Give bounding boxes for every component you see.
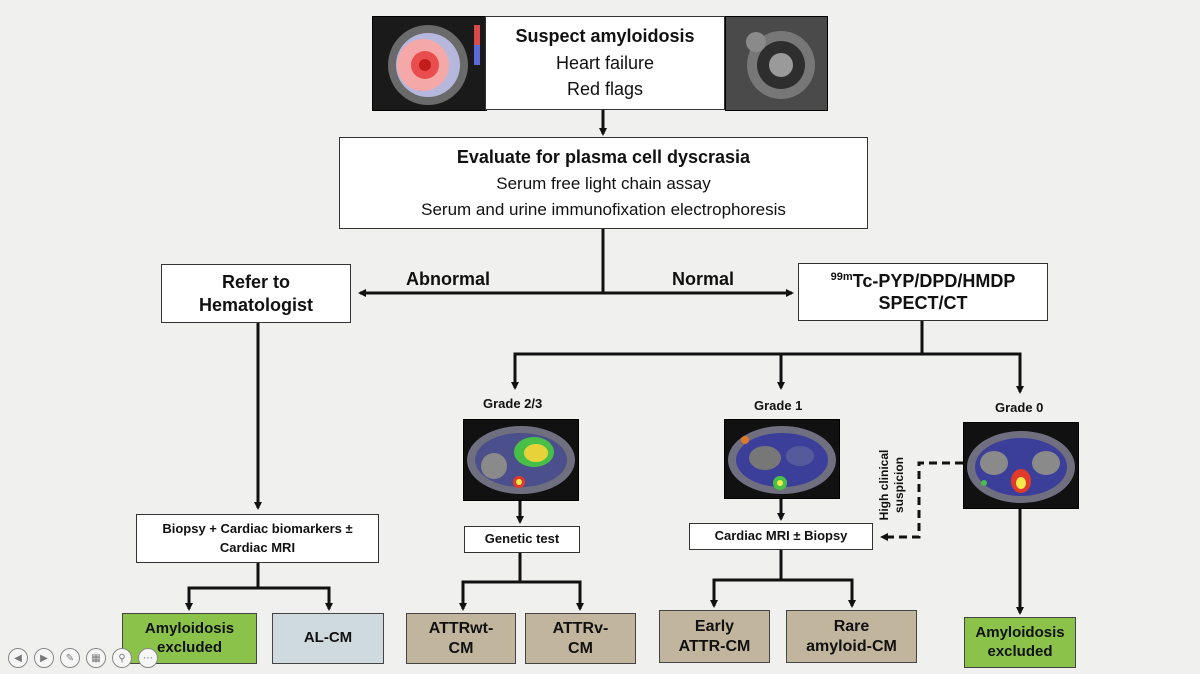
abnormal-label: Abnormal bbox=[406, 269, 491, 289]
spect-line2: SPECT/CT bbox=[878, 293, 968, 313]
excluded-right-line1: Amyloidosis bbox=[975, 623, 1065, 641]
suspicion-line2: suspicion bbox=[892, 457, 906, 514]
attrwt-line1: ATTRwt- bbox=[428, 619, 494, 637]
refer-line2: Hematologist bbox=[198, 294, 313, 315]
early-attr-cm-box: Early ATTR-CM bbox=[659, 610, 770, 663]
cardiac-mri-biopsy-box: Cardiac MRI ± Biopsy bbox=[689, 523, 873, 550]
grade-1-label: Grade 1 bbox=[754, 398, 803, 413]
grade-2-3-label: Grade 2/3 bbox=[483, 396, 543, 411]
al-cm-box: AL-CM bbox=[272, 613, 384, 664]
attrv-line1: ATTRv- bbox=[552, 619, 609, 637]
early-line2: ATTR-CM bbox=[678, 637, 751, 655]
genetic-test-box: Genetic test bbox=[464, 526, 580, 553]
more-icon[interactable]: ⋯ bbox=[138, 648, 158, 668]
genetic-test-text: Genetic test bbox=[484, 531, 560, 547]
attrwt-cm-box: ATTRwt- CM bbox=[406, 613, 516, 664]
excluded-right-line2: excluded bbox=[987, 642, 1053, 660]
suspect-amyloidosis-box: Suspect amyloidosis Heart failure Red fl… bbox=[485, 16, 725, 110]
attrv-line2: CM bbox=[568, 639, 593, 657]
slides-icon[interactable]: ▦ bbox=[86, 648, 106, 668]
refer-line1: Refer to bbox=[221, 272, 290, 292]
spect-tracers: Tc-PYP/DPD/HMDP bbox=[852, 270, 1016, 291]
evaluate-title: Evaluate for plasma cell dyscrasia bbox=[456, 146, 751, 167]
serum-flc-text: Serum free light chain assay bbox=[496, 174, 711, 193]
previous-icon[interactable]: ◀ bbox=[8, 648, 28, 668]
biopsy-biomarkers-box: Biopsy + Cardiac biomarkers ± Cardiac MR… bbox=[136, 514, 379, 563]
spect-ct-box: 99mTc-PYP/DPD/HMDP SPECT/CT bbox=[798, 263, 1048, 321]
cardiac-mri-image bbox=[725, 16, 828, 111]
evaluate-plasma-cell-box: Evaluate for plasma cell dyscrasia Serum… bbox=[339, 137, 868, 229]
pen-icon[interactable]: ✎ bbox=[60, 648, 80, 668]
excluded-left-line2: excluded bbox=[156, 638, 223, 656]
rare-line1: Rare bbox=[833, 617, 870, 635]
isotope-superscript: 99m bbox=[830, 270, 853, 283]
grade-0-label: Grade 0 bbox=[995, 400, 1044, 415]
heart-failure-text: Heart failure bbox=[555, 52, 655, 73]
suspect-title: Suspect amyloidosis bbox=[515, 26, 695, 47]
normal-label: Normal bbox=[672, 269, 735, 289]
early-line1: Early bbox=[694, 617, 735, 635]
refer-hematologist-box: Refer to Hematologist bbox=[161, 264, 351, 323]
next-icon[interactable]: ▶ bbox=[34, 648, 54, 668]
rare-amyloid-cm-box: Rare amyloid-CM bbox=[786, 610, 917, 663]
attrwt-line2: CM bbox=[448, 639, 474, 657]
spect-line1: 99mTc-PYP/DPD/HMDP bbox=[831, 270, 1016, 293]
high-clinical-suspicion-label: High clinical suspicion bbox=[862, 445, 922, 525]
polar-map-image bbox=[372, 16, 487, 111]
suspicion-line1: High clinical bbox=[877, 449, 891, 521]
biopsy-line1: Biopsy + Cardiac biomarkers ± bbox=[162, 520, 353, 536]
grade-2-3-scan-image bbox=[463, 419, 579, 501]
amyloidosis-excluded-box-right: Amyloidosis excluded bbox=[964, 617, 1076, 668]
immunofixation-text: Serum and urine immunofixation electroph… bbox=[421, 200, 786, 220]
zoom-icon[interactable]: ⚲ bbox=[112, 648, 132, 668]
grade-0-scan-image bbox=[963, 422, 1079, 509]
red-flags-text: Red flags bbox=[566, 79, 644, 100]
cardiac-mri-biopsy-text: Cardiac MRI ± Biopsy bbox=[714, 528, 848, 544]
biopsy-line2: Cardiac MRI bbox=[219, 540, 296, 555]
excluded-left-line1: Amyloidosis bbox=[144, 619, 235, 637]
rare-line2: amyloid-CM bbox=[806, 637, 897, 655]
al-cm-text: AL-CM bbox=[303, 629, 353, 647]
slide-nav-controls: ◀ ▶ ✎ ▦ ⚲ ⋯ bbox=[8, 648, 158, 668]
attrv-cm-box: ATTRv- CM bbox=[525, 613, 636, 664]
grade-1-scan-image bbox=[724, 419, 840, 499]
